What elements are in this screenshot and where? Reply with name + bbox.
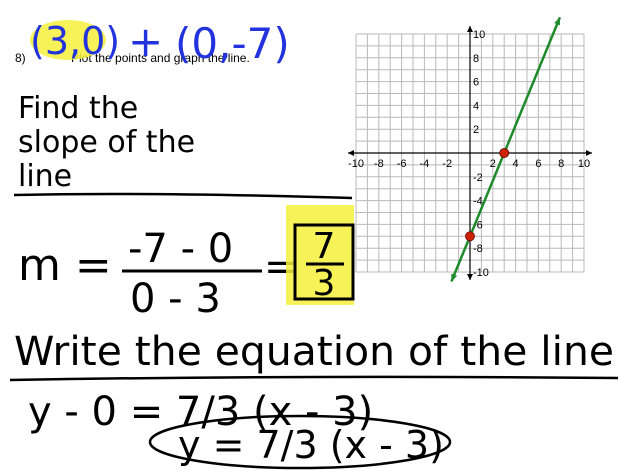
y-tick-label: -4	[473, 196, 483, 208]
final-answer: y = 7/3 (x - 3)	[178, 423, 444, 467]
slope-denominator: 0 - 3	[130, 276, 221, 322]
y-tick-label: 8	[473, 53, 479, 65]
answer-box	[293, 223, 355, 301]
text-find-the: Find the	[18, 91, 138, 126]
slope-numerator: -7 - 0	[128, 226, 233, 272]
y-tick-label: -6	[473, 219, 483, 231]
answer-numerator: 7	[313, 226, 336, 267]
y-axis-arrow-down	[467, 274, 473, 280]
y-tick-label: -2	[473, 172, 483, 184]
plotted-points	[465, 148, 510, 242]
y-tick-label: 4	[473, 100, 479, 112]
divider-2	[9, 375, 619, 382]
x-tick-label: -4	[420, 158, 430, 170]
divider-1	[13, 192, 353, 200]
text-write-equation: Write the equation of the line	[14, 329, 614, 375]
slope-lhs: m =	[18, 240, 112, 291]
x-axis-arrow-right	[586, 150, 592, 156]
text-slope-of-the: slope of the	[18, 125, 195, 160]
highlight-point-a	[30, 20, 106, 60]
x-tick-label: -8	[374, 158, 384, 170]
y-tick-labels: 10 8 6 4 2 -2 -4 -6 -8 -10	[473, 29, 489, 279]
y-tick-label: 6	[473, 77, 479, 89]
handwritten-point-a: (3,0)	[30, 19, 120, 63]
coordinate-graph: -10 -8 -6 -4 -2 2 4 6 8 10 10 8 6 4 2 -2 -4 -6 -8 -10	[348, 16, 592, 282]
x-tick-label: -6	[397, 158, 407, 170]
handwritten-point-b: (0,-7)	[175, 19, 290, 68]
problem-number: 8)	[15, 51, 26, 65]
y-tick-label: 2	[473, 124, 479, 136]
point-slope-equation: y - 0 = 7/3 (x - 3)	[28, 389, 373, 435]
x-tick-label: 8	[558, 158, 564, 170]
problem-instruction: Plot the points and graph the line.	[71, 51, 250, 65]
text-line: line	[18, 159, 72, 194]
x-tick-label: 4	[513, 158, 519, 170]
x-tick-label: 10	[578, 158, 590, 170]
x-tick-label: 2	[490, 158, 496, 170]
handwritten-connector: +	[128, 17, 163, 66]
x-tick-labels: -10 -8 -6 -4 -2 2 4 6 8 10	[348, 158, 590, 170]
x-tick-label: 6	[535, 158, 541, 170]
answer-denominator: 3	[313, 263, 336, 304]
plotted-point	[465, 231, 475, 242]
x-tick-label: -10	[348, 158, 364, 170]
line-arrow-bottom	[451, 273, 458, 282]
y-tick-label: -8	[473, 243, 483, 255]
x-axis-arrow-left	[348, 150, 354, 156]
graph-axes	[348, 26, 592, 280]
y-axis-arrow-up	[467, 26, 473, 32]
answer-circle	[148, 414, 452, 470]
y-tick-label: -10	[473, 267, 489, 279]
answer-highlight	[286, 205, 354, 305]
x-tick-label: -2	[442, 158, 452, 170]
y-tick-label: 10	[473, 29, 485, 41]
plotted-point	[499, 148, 510, 158]
line-arrow-top	[554, 17, 560, 26]
